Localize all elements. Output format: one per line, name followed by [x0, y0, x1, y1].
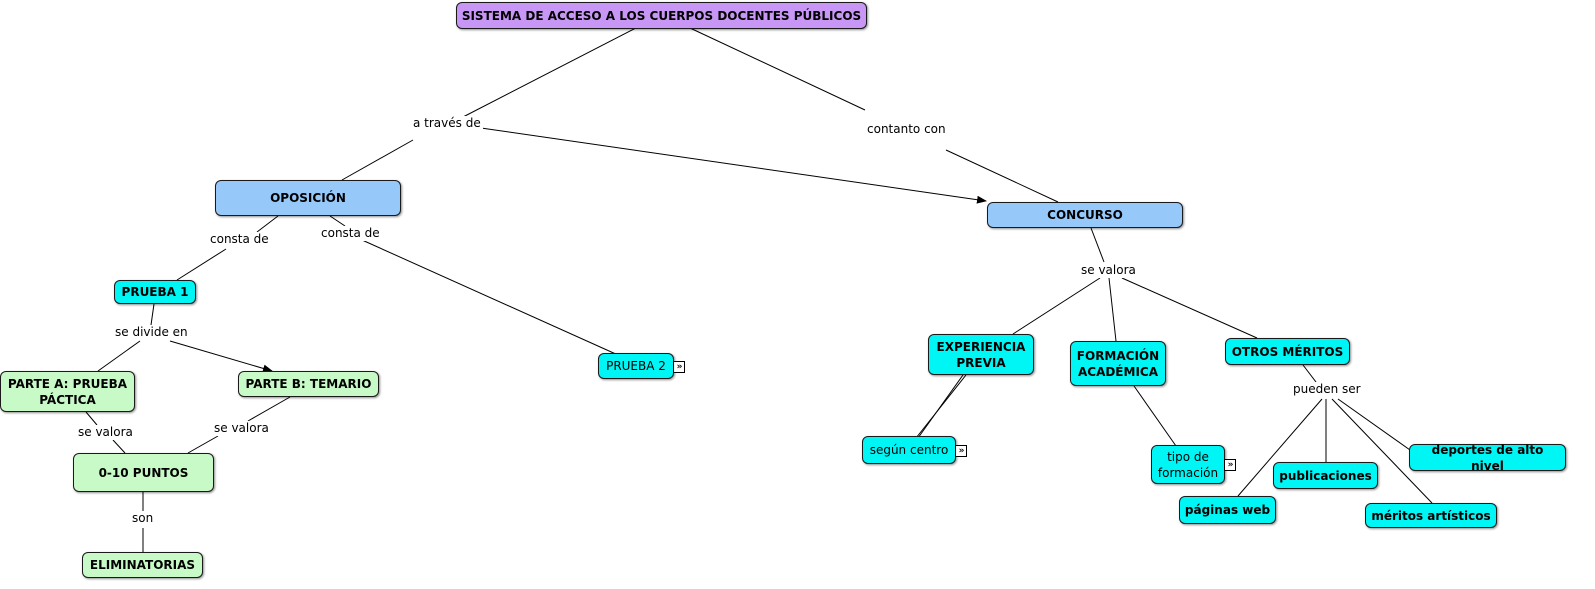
node-prueba-1[interactable]: PRUEBA 1	[114, 280, 196, 304]
node-paginas-web[interactable]: páginas web	[1179, 496, 1276, 524]
node-formacion-academica[interactable]: FORMACIÓN ACADÉMICA	[1070, 341, 1166, 386]
node-meritos-artisticos[interactable]: méritos artísticos	[1365, 503, 1497, 528]
link-se-divide-en: se divide en	[113, 325, 190, 340]
edge-formacion-tipo	[1133, 385, 1177, 447]
edge-sedivide-parteB	[169, 340, 273, 373]
edge-puedenser-deportes	[1337, 398, 1411, 451]
edge-atraves-concurso	[480, 127, 987, 204]
edge-oposicion-consta1	[256, 215, 279, 233]
node-deportes-alto-nivel[interactable]: deportes de alto nivel	[1409, 443, 1566, 473]
node-puntos[interactable]: 0-10 PUNTOS	[73, 453, 214, 492]
node-concurso[interactable]: CONCURSO	[987, 202, 1183, 228]
double-chevron-right-icon[interactable]: »	[673, 361, 685, 373]
node-root[interactable]: SISTEMA DE ACCESO A LOS CUERPOS DOCENTES…	[456, 2, 867, 29]
link-se-valora-c: se valora	[1079, 263, 1138, 278]
node-otros-meritos[interactable]: OTROS MÉRITOS	[1225, 338, 1350, 365]
node-segun-centro[interactable]: según centro	[862, 436, 956, 464]
edge-root-contanto	[689, 27, 866, 111]
edge-sevalora-experiencia	[1012, 277, 1101, 335]
node-tipo-formacion[interactable]: tipo de formación	[1151, 445, 1225, 484]
node-parte-b[interactable]: PARTE B: TEMARIO	[238, 371, 379, 397]
link-son: son	[130, 511, 156, 526]
link-a-traves-de: a través de	[411, 116, 483, 131]
link-consta-de-2: consta de	[319, 226, 382, 241]
edge-consta1-prueba1	[176, 248, 227, 281]
edge-prueba1-sedivide	[150, 303, 155, 326]
edge-oposicion-consta2	[329, 215, 346, 227]
edge-sevalora-formacion	[1108, 277, 1117, 342]
node-oposicion[interactable]: OPOSICIÓN	[215, 180, 401, 216]
edge-parteB-sevalora	[247, 396, 291, 422]
link-se-valora-a: se valora	[76, 425, 135, 440]
edge-contanto-concurso	[945, 149, 1059, 203]
edge-experiencia-segun-2	[917, 374, 964, 439]
edge-puedenser-meritos	[1331, 398, 1433, 504]
edge-parteA-sevalora	[85, 411, 98, 426]
edge-concurso-sevalora	[1090, 227, 1105, 263]
edge-consta2-prueba2	[361, 239, 619, 356]
edge-sevalora-otros	[1121, 277, 1258, 339]
node-eliminatorias[interactable]: ELIMINATORIAS	[82, 552, 203, 578]
double-chevron-right-icon[interactable]: »	[955, 445, 967, 457]
edge-sedivide-parteA	[97, 340, 141, 372]
link-contanto-con: contanto con	[865, 122, 948, 137]
node-prueba-2[interactable]: PRUEBA 2	[598, 353, 674, 379]
edge-otros-puedenser	[1302, 364, 1317, 383]
edge-sevalora-puntos-b	[187, 435, 219, 454]
edge-root-atraves	[462, 27, 637, 118]
edge-sevalora-puntos-a	[112, 439, 126, 454]
link-se-valora-b: se valora	[212, 421, 271, 436]
node-experiencia-previa[interactable]: EXPERIENCIA PREVIA	[928, 334, 1034, 375]
edge-atraves-oposicion	[341, 139, 414, 181]
edge-puedenser-paginas	[1237, 398, 1323, 497]
node-parte-a[interactable]: PARTE A: PRUEBA PÁCTICA	[0, 371, 135, 412]
double-chevron-right-icon[interactable]: »	[1224, 459, 1236, 471]
node-publicaciones[interactable]: publicaciones	[1273, 462, 1378, 489]
link-pueden-ser: pueden ser	[1291, 382, 1363, 397]
link-consta-de-1: consta de	[208, 232, 271, 247]
